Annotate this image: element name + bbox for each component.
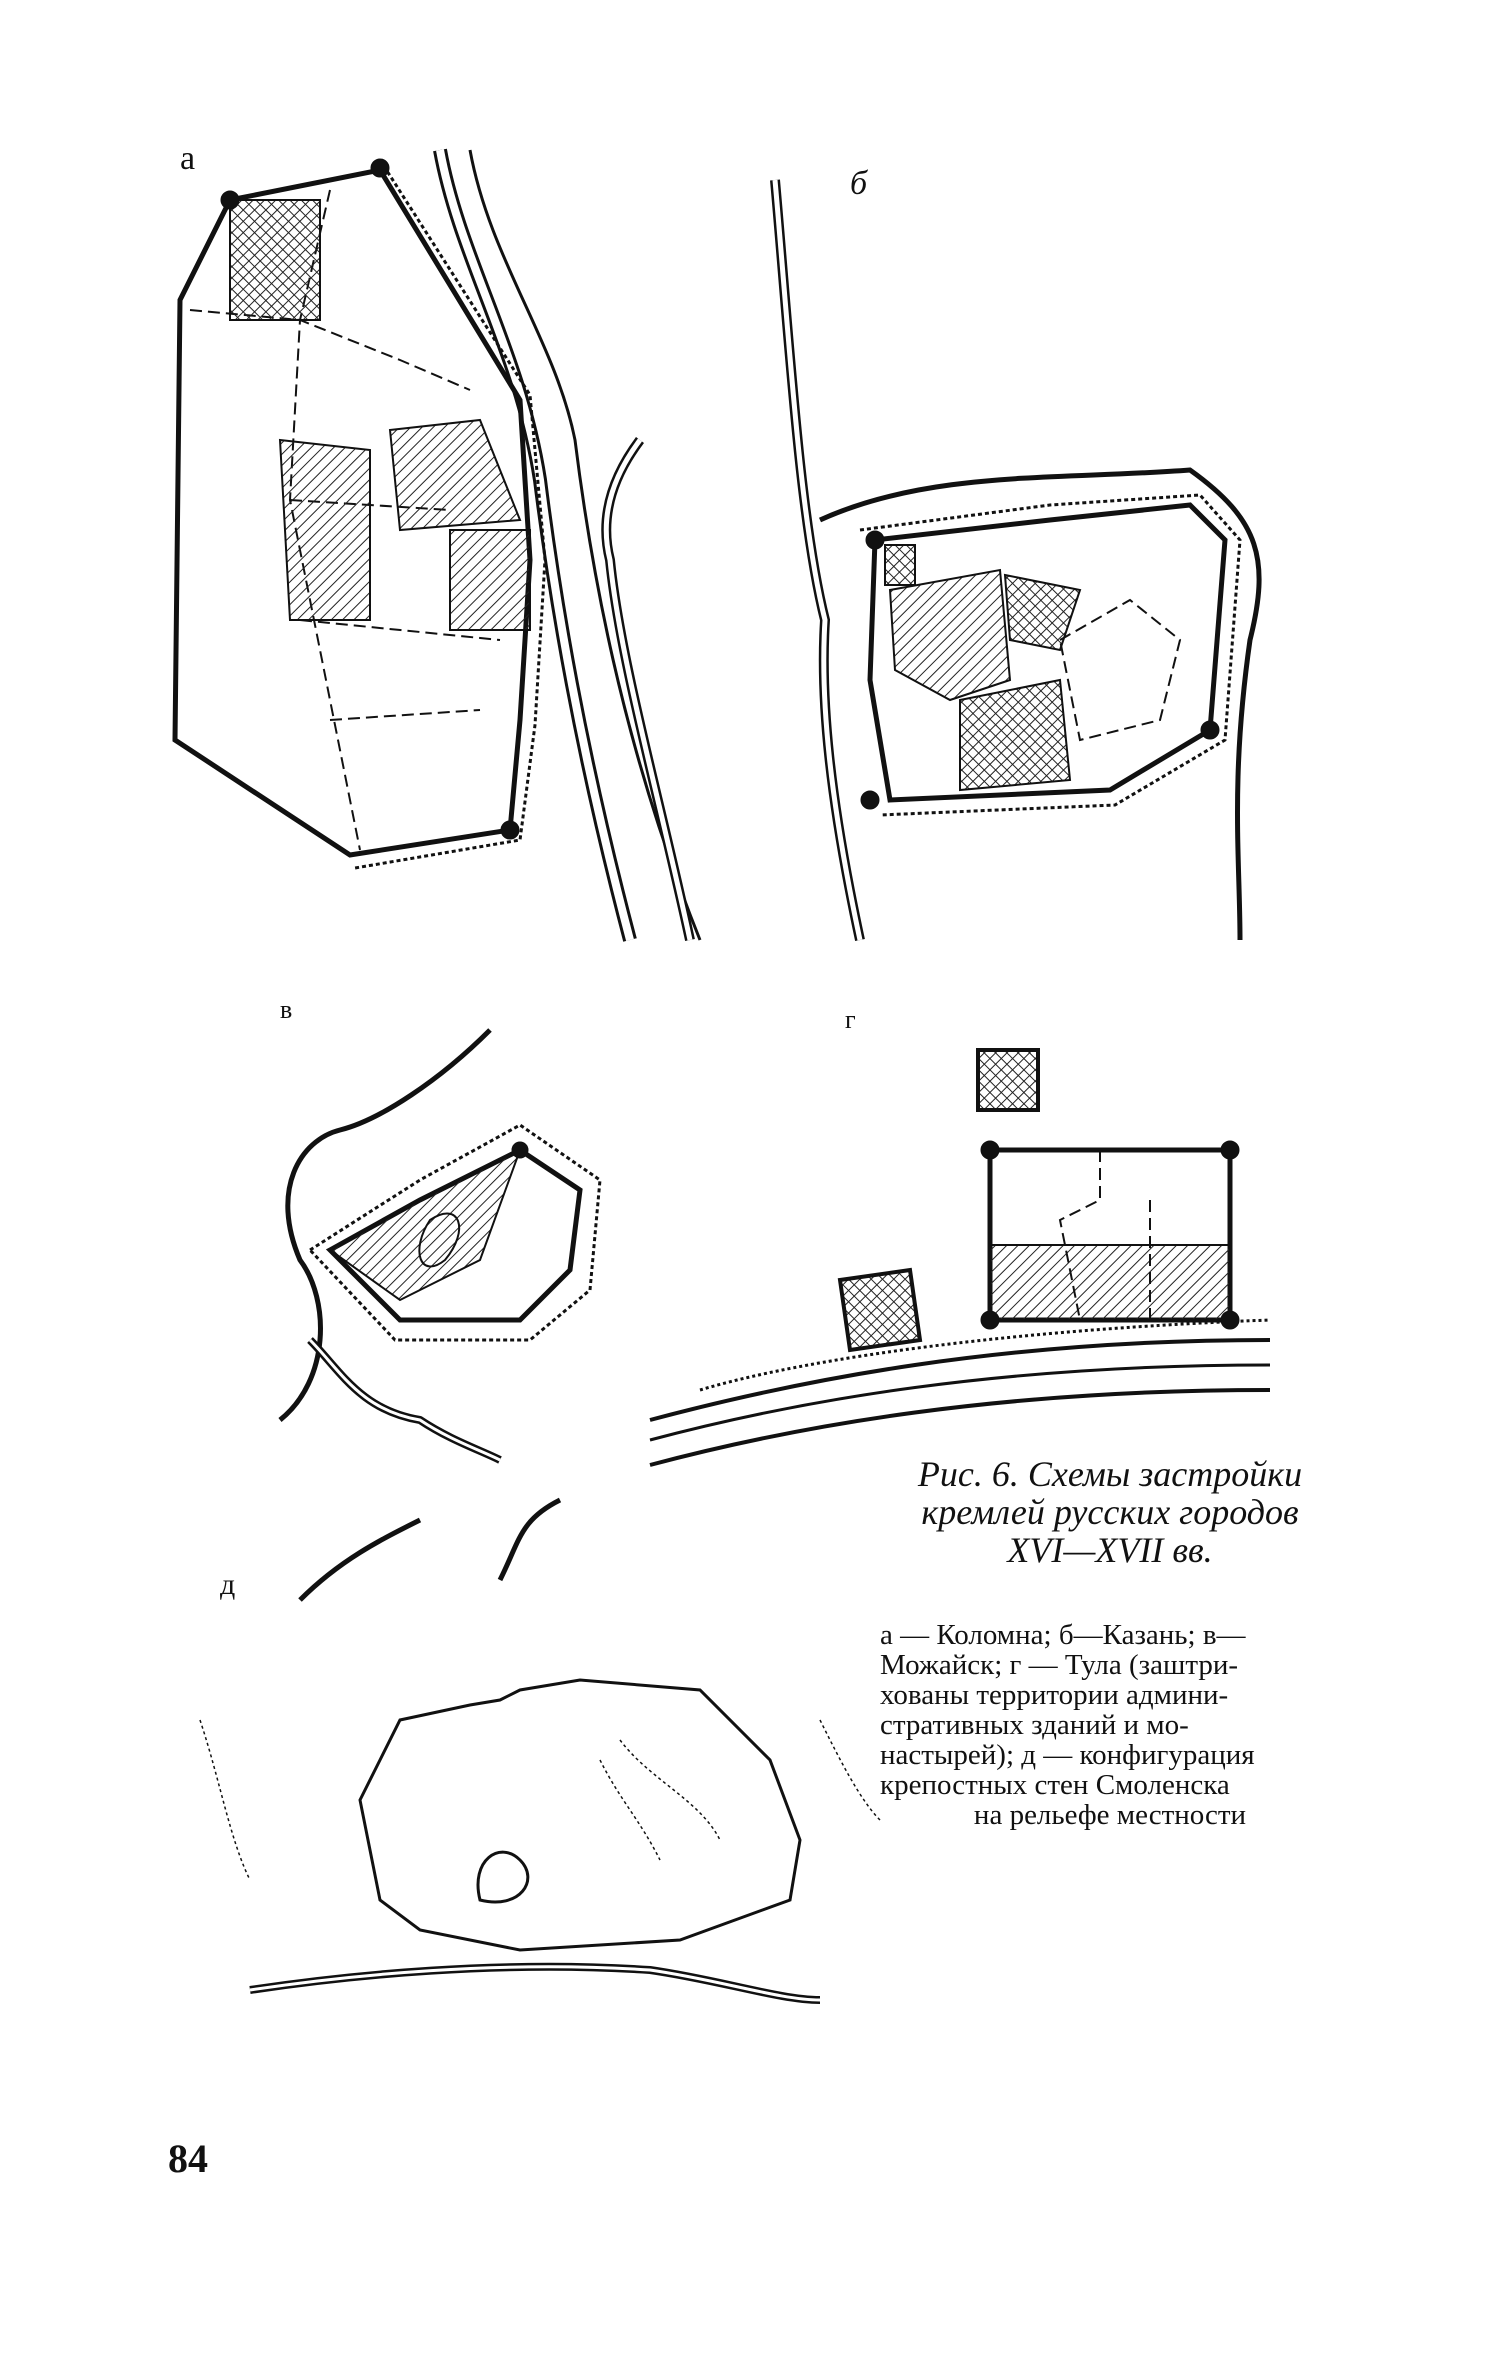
caption-body-line: стративных зданий и мо- [880,1709,1189,1741]
caption-body-line: на рельефе местности [973,1799,1247,1831]
caption-title-line: XVI—XVII вв. [1007,1530,1213,1570]
caption-body-line: крепостных стен Смоленска [880,1769,1230,1801]
page-number: 84 [168,2136,208,2181]
caption-title-line: кремлей русских городов [921,1492,1299,1532]
panel-label-v: в [280,995,293,1024]
figure-caption-title: Рис. 6. Схемы застройки кремлей русских … [880,1455,1340,1569]
plan-tula [649,1048,1271,1467]
panel-label-b: б [850,165,868,202]
panel-label-a: а [180,140,196,177]
plan-mozhaisk [278,1028,602,1464]
plan-kazan [770,179,1262,942]
figure-caption-body: а — Коломна; б—Казань; в— Можайск; г — Т… [880,1620,1340,1830]
panel-label-d: д [220,1568,236,1601]
plan-kolomna [172,148,702,942]
caption-title-line: Рис. 6. Схемы застройки [917,1454,1303,1494]
plan-smolensk [199,1497,881,2004]
caption-body-line: настырей); д — конфигурация [880,1739,1255,1771]
panel-label-g: г [845,1005,856,1034]
caption-body-line: Можайск; г — Тула (заштри- [880,1649,1239,1681]
caption-body-line: а — Коломна; б—Казань; в— [880,1619,1246,1651]
caption-body-line: хованы территории админи- [880,1679,1229,1711]
